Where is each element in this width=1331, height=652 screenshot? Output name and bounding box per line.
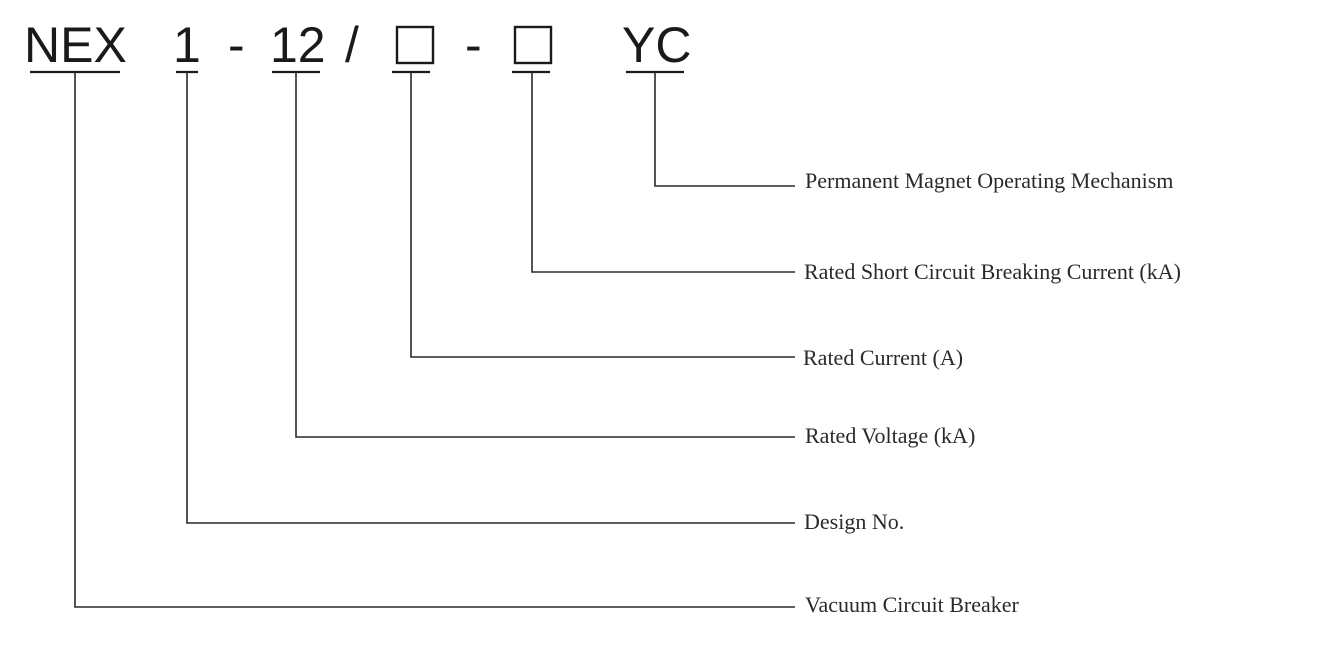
leader-line-rated-voltage <box>295 72 795 438</box>
label-breaking-current: Rated Short Circuit Breaking Current (kA… <box>804 259 1181 284</box>
code-slash: / <box>345 17 359 73</box>
leader-line-series <box>74 72 795 608</box>
code-series: NEX <box>24 17 127 73</box>
label-design-no: Design No. <box>804 509 904 534</box>
code-dash-1: - <box>228 17 245 73</box>
leader-line-design-no <box>186 72 795 524</box>
leader-line-breaking-current <box>531 72 795 273</box>
code-mechanism: YC <box>622 17 691 73</box>
leader-line-mechanism <box>654 72 795 187</box>
label-rated-current: Rated Current (A) <box>803 345 963 370</box>
label-rated-voltage: Rated Voltage (kA) <box>805 423 975 448</box>
code-dash-2: - <box>465 17 482 73</box>
label-vacuum-circuit-breaker: Vacuum Circuit Breaker <box>805 592 1019 617</box>
label-permanent-magnet-mechanism: Permanent Magnet Operating Mechanism <box>805 168 1173 193</box>
code-design-no: 1 <box>173 17 201 73</box>
leader-line-rated-current <box>410 72 795 358</box>
breaking-current-placeholder-box <box>513 25 553 65</box>
rated-current-placeholder-box <box>395 25 435 65</box>
code-voltage: 12 <box>270 17 326 73</box>
